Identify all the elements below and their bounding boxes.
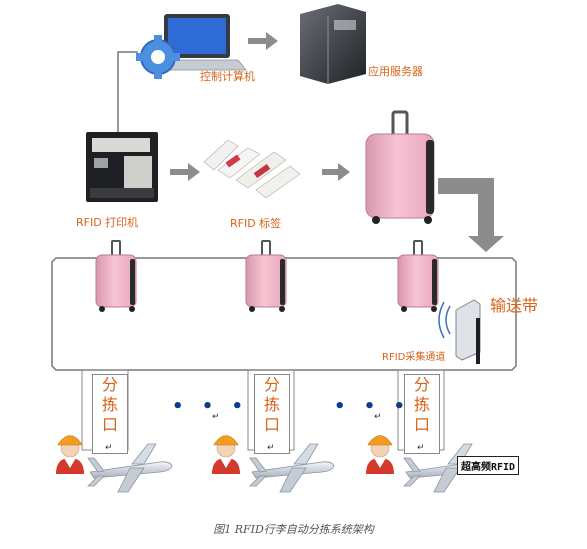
- sort-port-char: 口: [101, 415, 118, 434]
- control-computer-label: 控制计算机: [200, 69, 255, 83]
- worker-icon-2: [211, 435, 241, 475]
- return-mark: ↵: [105, 443, 113, 453]
- arrow-luggage-to-conveyor: [438, 178, 504, 252]
- arrow-computer-to-server: [248, 32, 278, 50]
- sort-port-2: 分 拣 口 ↵: [254, 374, 290, 454]
- ellipsis-2: • • •: [334, 396, 412, 417]
- conveyor-luggage-3: [397, 240, 439, 313]
- sort-port-3: 分 拣 口 ↵: [404, 374, 440, 454]
- sort-port-char: 拣: [413, 395, 430, 414]
- sort-port-char: 拣: [263, 395, 280, 414]
- arrow-tags-to-luggage: [322, 163, 350, 181]
- sort-port-1: 分 拣 口 ↵: [92, 374, 128, 454]
- gear-icon: [136, 35, 180, 79]
- return-mark: ↵: [267, 443, 275, 453]
- arrow-printer-to-tags: [170, 163, 200, 181]
- sort-port-char: 分: [263, 375, 280, 394]
- sort-port-char: 分: [101, 375, 118, 394]
- tagged-luggage-icon: [365, 110, 435, 224]
- worker-icon-3: [365, 435, 395, 475]
- app-server-label: 应用服务器: [368, 64, 423, 78]
- figure-caption: 图1 RFID行李自动分拣系统架构: [213, 523, 374, 536]
- return-mark: ↵: [417, 443, 425, 453]
- conveyor-luggage-2: [245, 240, 287, 313]
- conveyor-loop: [51, 257, 517, 371]
- connector-computer-printer: [117, 51, 138, 132]
- uhf-rfid-badge: 超高频RFID: [457, 456, 520, 475]
- return-mark: ↵: [212, 412, 220, 422]
- rfid-channel-label: RFID采集通道: [382, 350, 445, 363]
- sort-port-char: 拣: [101, 395, 118, 414]
- sort-port-char: 口: [413, 415, 430, 434]
- rfid-antenna-icon: [438, 299, 481, 364]
- sort-port-char: 分: [413, 375, 430, 394]
- sort-port-char: 口: [263, 415, 280, 434]
- conveyor-label: 输送带: [490, 296, 539, 315]
- rfid-tag-label: RFID 标签: [230, 216, 281, 230]
- server-icon: [300, 4, 366, 84]
- return-mark: ↵: [374, 412, 382, 422]
- ellipsis-1: • • •: [172, 396, 250, 417]
- conveyor-luggage-1: [95, 240, 137, 313]
- rfid-tag-icon: [203, 139, 301, 199]
- worker-icon-1: [55, 435, 85, 475]
- rfid-printer-label: RFID 打印机: [76, 215, 138, 229]
- rfid-printer-icon: [86, 132, 158, 202]
